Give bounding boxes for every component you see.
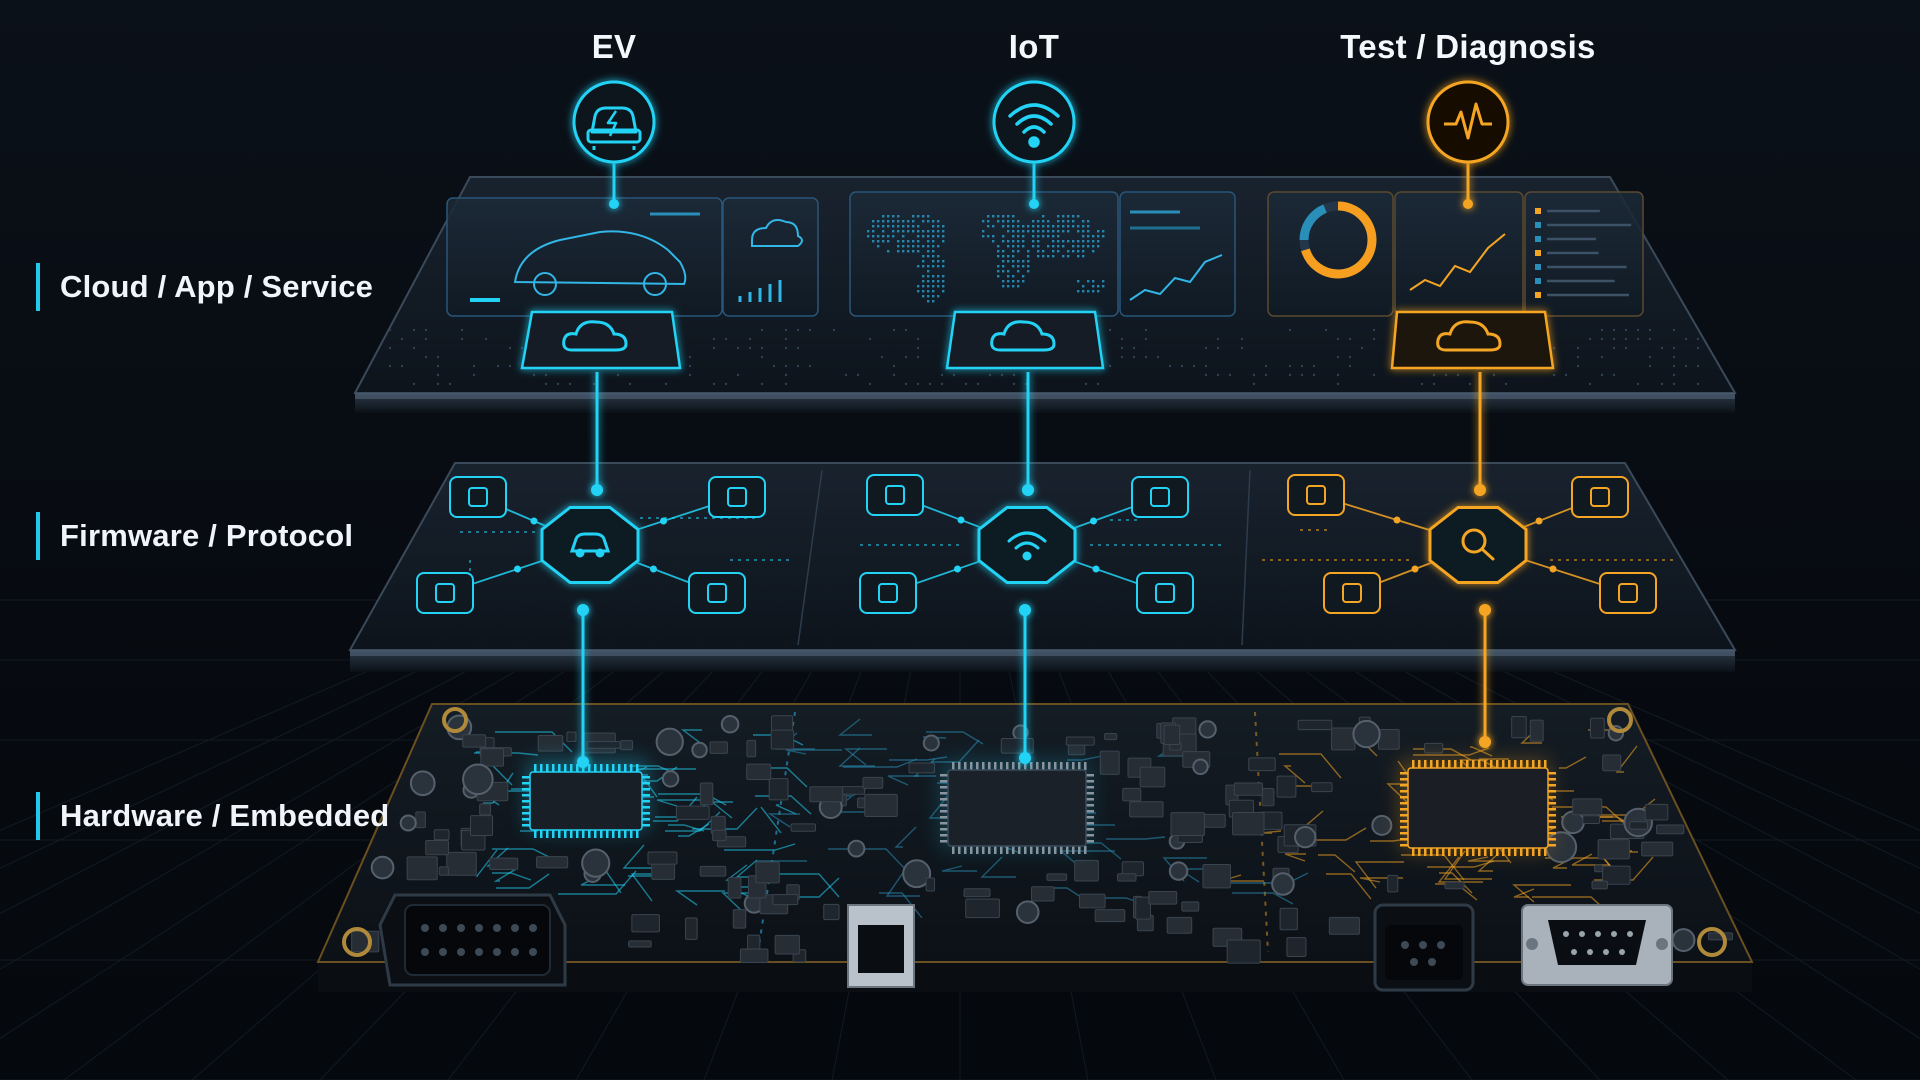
obd-connector: [378, 893, 567, 987]
firmware-node: [1599, 572, 1657, 614]
firmware-node: [1287, 474, 1345, 516]
test-diagnosis-column-title: Test / Diagnosis: [1340, 28, 1596, 65]
iot-column-icon: [992, 80, 1076, 164]
module-icon: [885, 485, 905, 505]
firmware-node: [1323, 572, 1381, 614]
cloud-icon: [990, 320, 1056, 352]
module-icon: [435, 583, 455, 603]
firmware-hub: [540, 506, 640, 584]
ethernet-port: [847, 904, 915, 988]
cloud-app-service-label: Cloud / App / Service: [36, 263, 373, 311]
module-icon: [1150, 487, 1170, 507]
firmware-protocol-label: Firmware / Protocol: [36, 512, 353, 560]
iot-dashboard-screen: [849, 191, 1236, 317]
firmware-node: [449, 476, 507, 518]
hardware-embedded-label: Hardware / Embedded: [36, 792, 389, 840]
firmware-node: [1136, 572, 1194, 614]
diagnosis-firmware-network: [1262, 474, 1675, 614]
diagnosis-cloud-node: [1390, 310, 1555, 370]
cloud-icon: [562, 320, 628, 352]
ev-firmware-network: [416, 476, 790, 614]
mounting-holes: [342, 707, 1727, 957]
firmware-node: [859, 572, 917, 614]
module-icon: [1590, 487, 1610, 507]
firmware-node: [866, 474, 924, 516]
module-icon: [1306, 485, 1326, 505]
car-charging-icon: [586, 106, 642, 150]
cloud-icon: [1436, 320, 1502, 352]
firmware-node: [1131, 476, 1189, 518]
magnifier-icon: [1461, 528, 1495, 561]
firmware-node: [708, 476, 766, 518]
ev-microchip-icon: [522, 760, 650, 838]
module-icon: [707, 583, 727, 603]
wifi-icon: [1007, 531, 1047, 561]
module-icon: [727, 487, 747, 507]
firmware-node: [688, 572, 746, 614]
connection-lines: [581, 160, 1487, 762]
heartbeat-icon: [1444, 102, 1492, 140]
iot-cloud-node: [945, 310, 1105, 370]
wifi-icon: [1008, 103, 1060, 148]
iot-column-title: IoT: [1008, 28, 1060, 65]
car-icon: [569, 532, 611, 558]
module-icon: [878, 583, 898, 603]
diagnosis-column-icon: [1426, 80, 1510, 164]
ev-dashboard-screen: [446, 197, 819, 317]
ev-cloud-node: [520, 310, 682, 370]
db9-serial-connector: [1521, 904, 1673, 986]
diagnosis-microchip-icon: [1400, 760, 1556, 856]
diagnosis-dashboard-screen: [1267, 191, 1644, 317]
ev-column-icon: [572, 80, 656, 164]
firmware-node: [1571, 476, 1629, 518]
module-icon: [468, 487, 488, 507]
ev-column-title: EV: [591, 28, 637, 65]
module-icon: [1155, 583, 1175, 603]
iot-microchip-icon: [940, 760, 1094, 854]
firmware-hub: [977, 506, 1077, 584]
firmware-hub: [1428, 506, 1528, 584]
connection-dots: [577, 199, 1491, 768]
firmware-node: [416, 572, 474, 614]
can-connector: [1373, 903, 1475, 992]
module-icon: [1342, 583, 1362, 603]
module-icon: [1618, 583, 1638, 603]
iot-firmware-network: [859, 474, 1225, 614]
